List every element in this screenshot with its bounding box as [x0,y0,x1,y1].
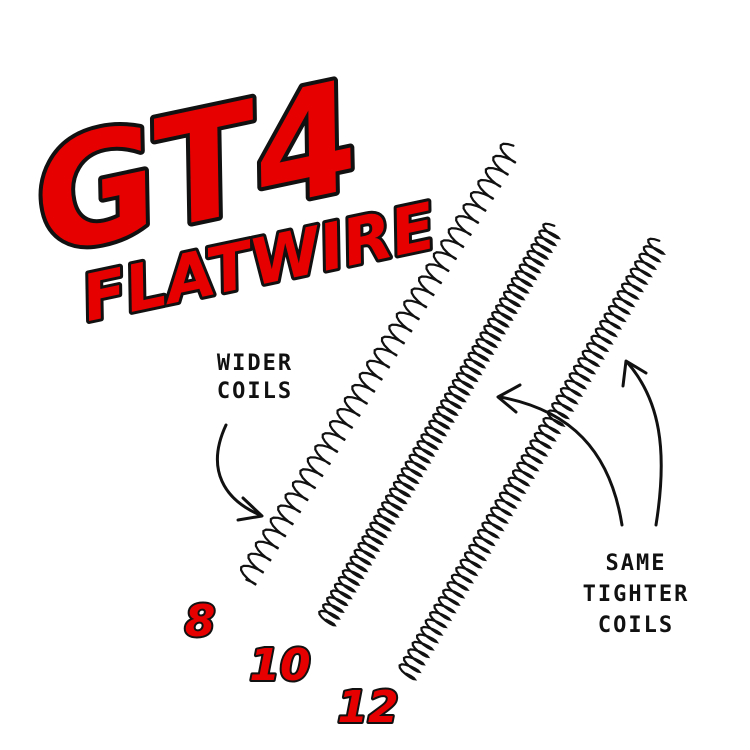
arrow-head-left [236,496,264,522]
callout-coils: COILS [598,613,674,638]
arrow-to-12-spring [625,360,663,527]
arrow-head-12 [621,359,648,388]
arrow-to-10-spring [498,395,624,527]
spring-label-12: 12 [337,682,398,733]
spring-coil-path [398,237,667,681]
callout-tighter: TIGHTER [583,582,690,607]
same-tighter-coils-callout: SAME TIGHTER COILS [496,359,690,638]
spring-coil-path [318,222,562,627]
spring-coil-path [239,142,517,586]
spring-label-10: 10 [249,640,310,691]
spring-8 [239,142,517,586]
arrow-to-wide-coils [216,423,262,517]
wider-coils-callout: WIDER COILS [216,351,293,522]
callout-wider-line1: WIDER [217,351,293,376]
callout-wider-line2: COILS [217,379,293,404]
spring-10 [318,222,562,627]
arrow-head-10 [496,383,522,414]
spring-12 [398,237,667,681]
gt4-flatwire-logo: GT4 FLATWIRE [15,46,445,340]
spring-label-8: 8 [185,596,216,647]
callout-same: SAME [606,551,667,576]
